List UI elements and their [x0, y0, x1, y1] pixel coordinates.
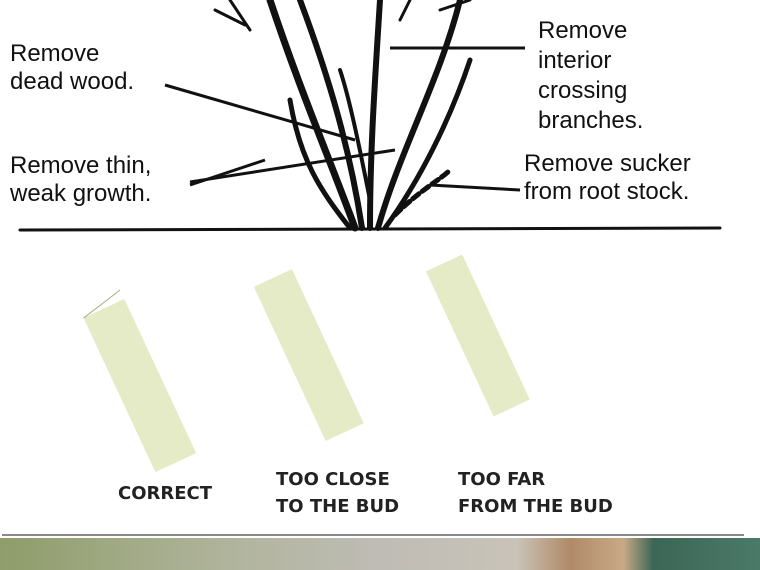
- cut-stems: [83, 254, 530, 473]
- label-thin-growth: Remove thin, weak growth.: [10, 152, 152, 207]
- rose-pruning-illustration: [18, 0, 722, 473]
- pointer-arrows: [164, 46, 525, 192]
- stem-too-far: [425, 254, 530, 417]
- caption-too-close: TOO CLOSE TO THE BUD: [276, 469, 400, 517]
- stem-too-close: [253, 269, 364, 441]
- garden-photo-strip: [0, 538, 760, 570]
- label-sucker: Remove sucker from root stock.: [524, 150, 691, 205]
- caption-correct: CORRECT: [118, 483, 213, 504]
- label-crossing-branches: Remove interior crossing branches.: [538, 17, 644, 134]
- stem-correct: [83, 289, 197, 473]
- label-dead-wood: Remove dead wood.: [10, 40, 135, 95]
- caption-too-far: TOO FAR FROM THE BUD: [458, 469, 613, 517]
- divider: [2, 534, 744, 536]
- rose-bush: [18, 0, 722, 232]
